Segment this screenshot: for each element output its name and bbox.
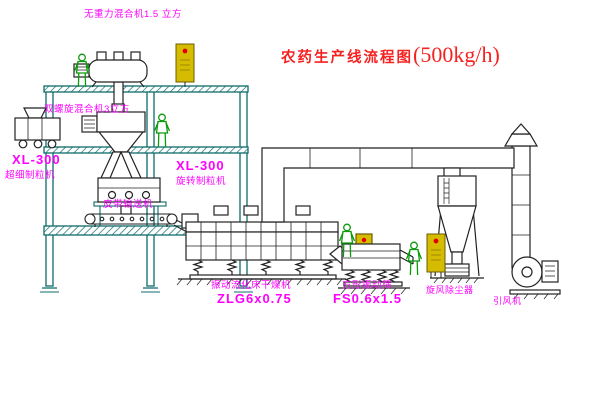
floor-middle — [43, 146, 249, 154]
diagram-title: 农药生产线流程图 (500kg/h) — [281, 42, 500, 68]
indicator-light — [433, 238, 439, 244]
fan-motor — [541, 260, 559, 283]
belt-conveyor-drawing — [84, 213, 193, 233]
left-granulator-drawing — [14, 107, 61, 149]
diagram-title-capacity: (500kg/h) — [413, 42, 500, 67]
control-panel-1 — [175, 43, 195, 87]
label-screen-name: 方形振动筛 — [342, 280, 393, 291]
y-pipe-left — [100, 151, 122, 179]
stack-cap — [503, 133, 539, 147]
floor-top — [43, 85, 249, 93]
worker-4 — [405, 241, 423, 276]
cyclone-drawing — [430, 167, 484, 284]
fan-drawing — [509, 256, 561, 300]
label-belt-conveyor: 皮带输送机 — [103, 199, 154, 210]
diagram-title-text: 农药生产线流程图 — [281, 50, 413, 66]
label-dryer-model: ZLG6x0.75 — [217, 291, 292, 306]
label-left-granulator-name: 超细制粒机 — [5, 170, 56, 181]
exhaust-duct-drawing — [261, 147, 515, 223]
worker-2 — [153, 113, 171, 148]
vibrating-screen-drawing — [329, 233, 414, 295]
stack-drawing — [503, 123, 539, 269]
control-panel-2 — [426, 233, 446, 278]
center-granulator-drawing — [97, 177, 161, 215]
fluid-bed-dryer-drawing — [176, 205, 346, 286]
label-fan: 引风机 — [493, 296, 522, 306]
y-pipe-right — [120, 151, 142, 179]
mixer-discharge-pipe — [113, 81, 124, 107]
label-screen-model: FS0.6x1.5 — [333, 291, 402, 306]
label-screw-mixer: 双螺旋混合机3立方 — [44, 104, 130, 115]
label-dryer-name: 振动流化床干燥机 — [211, 280, 292, 291]
label-cyclone: 旋风除尘器 — [426, 285, 474, 295]
cyclone-ladder — [443, 178, 450, 204]
indicator-light — [361, 237, 367, 243]
label-gravity-mixer: 无重力混合机1.5 立方 — [84, 9, 182, 20]
label-center-granulator-model: XL-300 — [176, 158, 225, 173]
label-center-granulator-name: 旋转制粒机 — [176, 176, 227, 187]
indicator-light — [182, 48, 188, 54]
label-left-granulator-model: XL-300 — [12, 152, 61, 167]
dryer-spring — [191, 259, 205, 275]
